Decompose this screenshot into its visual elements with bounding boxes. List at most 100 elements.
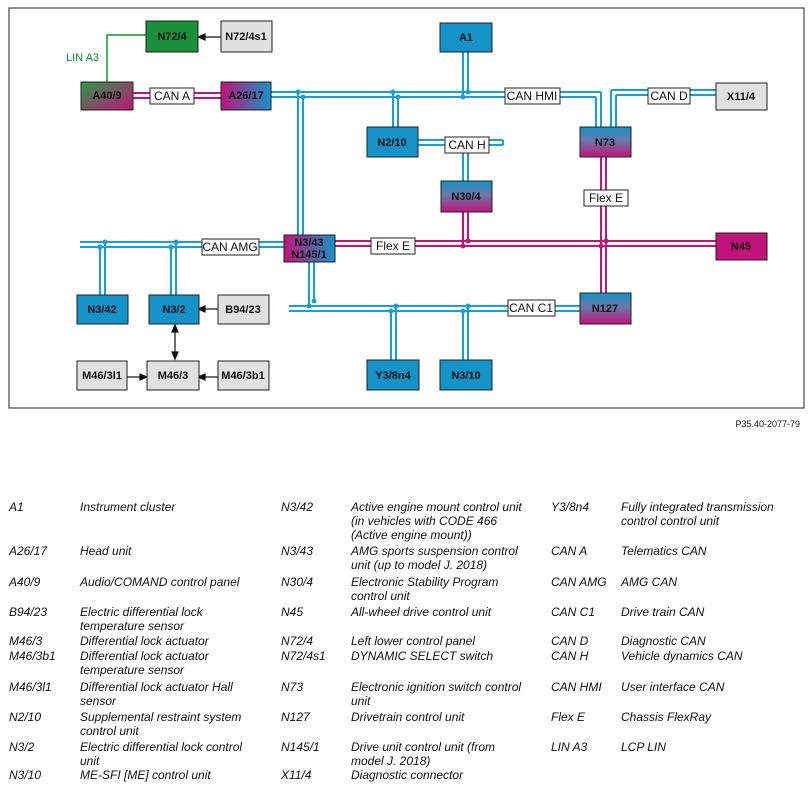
legend-code: M46/3b1 bbox=[9, 649, 56, 663]
legend-code: N3/2 bbox=[9, 740, 35, 754]
node-a1[interactable]: A1 bbox=[439, 22, 493, 53]
node-n3-2[interactable]: N3/2 bbox=[148, 294, 200, 325]
node-a40-9-label: A40/9 bbox=[92, 90, 121, 102]
node-n45[interactable]: N45 bbox=[715, 232, 768, 261]
legend-description: Electric differential lock temperature s… bbox=[80, 605, 203, 633]
network-diagram-svg: N72/4 N72/4s1 A40/9 A26/17 A1 X11/4 N2/1… bbox=[8, 7, 805, 409]
node-m46-3[interactable]: M46/3 bbox=[146, 360, 200, 391]
legend-code: CAN A bbox=[551, 544, 588, 558]
legend-code: N127 bbox=[281, 710, 310, 724]
legend-code: N73 bbox=[281, 680, 304, 694]
legend-description: Fully integrated transmission control co… bbox=[621, 500, 774, 528]
node-n30-4-label: N30/4 bbox=[451, 191, 481, 203]
legend-description: Telematics CAN bbox=[621, 544, 707, 558]
legend-code: N30/4 bbox=[281, 575, 314, 589]
legend-code: N72/4s1 bbox=[281, 649, 326, 663]
bus-label-can-amg-box: CAN AMG bbox=[201, 238, 260, 256]
legend-code: CAN HMI bbox=[551, 680, 602, 694]
legend-description: AMG sports suspension control unit (up t… bbox=[351, 544, 518, 572]
node-n2-10[interactable]: N2/10 bbox=[366, 126, 419, 158]
legend-description: Instrument cluster bbox=[80, 500, 176, 514]
legend-description: Differential lock actuator bbox=[80, 634, 209, 648]
node-y3-8n4[interactable]: Y3/8n4 bbox=[366, 359, 420, 391]
legend-description: DYNAMIC SELECT switch bbox=[351, 649, 494, 663]
legend-description: Diagnostic CAN bbox=[621, 634, 706, 648]
bus-label-flex-e-2: Flex E bbox=[376, 239, 410, 253]
node-n72-4s1[interactable]: N72/4s1 bbox=[220, 20, 273, 53]
legend-code: CAN H bbox=[551, 649, 589, 663]
bus-label-flex-e-2-box: Flex E bbox=[370, 237, 416, 255]
node-n72-4[interactable]: N72/4 bbox=[145, 20, 199, 53]
legend-description: Differential lock actuator Hall sensor bbox=[80, 680, 233, 708]
legend-description: Active engine mount control unit (in veh… bbox=[351, 500, 522, 542]
legend-description: Audio/COMAND control panel bbox=[80, 575, 240, 589]
node-n45-label: N45 bbox=[731, 241, 751, 253]
legend-description: Differential lock actuator temperature s… bbox=[80, 649, 209, 677]
bus-label-flex-e-1-box: Flex E bbox=[583, 189, 629, 207]
node-y3-8n4-label: Y3/8n4 bbox=[375, 370, 411, 382]
node-n2-10-label: N2/10 bbox=[377, 137, 406, 149]
node-m46-3b1[interactable]: M46/3b1 bbox=[217, 360, 270, 391]
legend-description: Vehicle dynamics CAN bbox=[621, 649, 743, 663]
node-m46-3b1-label: M46/3b1 bbox=[221, 370, 264, 382]
bus-label-can-c1: CAN C1 bbox=[509, 301, 553, 315]
legend-description: Left lower control panel bbox=[351, 634, 476, 648]
node-n73[interactable]: N73 bbox=[579, 126, 632, 158]
node-b94-23[interactable]: B94/23 bbox=[217, 294, 270, 325]
bus-label-can-d: CAN D bbox=[650, 89, 688, 103]
node-n3-2-label: N3/2 bbox=[162, 304, 185, 316]
legend-code: A1 bbox=[9, 500, 24, 514]
lin-wire bbox=[106, 34, 146, 82]
diagram-frame bbox=[8, 7, 805, 409]
bus-label-can-c1-box: CAN C1 bbox=[507, 299, 556, 317]
legend-code: Flex E bbox=[551, 710, 586, 724]
node-a40-9[interactable]: A40/9 bbox=[80, 81, 134, 111]
node-n30-4[interactable]: N30/4 bbox=[440, 180, 493, 213]
bus-label-can-hmi-box: CAN HMI bbox=[504, 87, 561, 105]
legend-description: Drivetrain control unit bbox=[351, 710, 465, 724]
bus-label-can-hmi: CAN HMI bbox=[507, 89, 558, 103]
bus-label-can-h: CAN H bbox=[448, 138, 485, 152]
node-x11-4[interactable]: X11/4 bbox=[715, 82, 768, 111]
node-n3-42[interactable]: N3/42 bbox=[76, 294, 129, 325]
node-a26-17[interactable]: A26/17 bbox=[220, 81, 272, 111]
signal-arrows bbox=[127, 33, 221, 381]
node-m46-3l1-label: M46/3l1 bbox=[82, 370, 122, 382]
bus-label-flex-e-1: Flex E bbox=[589, 191, 623, 205]
node-n73-label: N73 bbox=[595, 137, 615, 149]
legend-description: Electric differential lock control unit bbox=[80, 740, 243, 768]
node-n3-43-n145-1[interactable]: N3/43 N145/1 bbox=[283, 234, 336, 263]
legend-description: Supplemental restraint system control un… bbox=[80, 710, 242, 738]
node-a1-label: A1 bbox=[459, 32, 473, 44]
node-n3-42-label: N3/42 bbox=[87, 304, 116, 316]
bus-label-can-d-box: CAN D bbox=[647, 87, 691, 105]
legend-code: N3/42 bbox=[281, 500, 314, 514]
node-n72-4-label: N72/4 bbox=[157, 31, 187, 43]
legend-description: Diagnostic connector bbox=[351, 768, 464, 782]
legend-code: CAN AMG bbox=[551, 575, 607, 589]
legend-code: A26/17 bbox=[9, 544, 48, 558]
legend-description: ME-SFI [ME] control unit bbox=[80, 768, 211, 782]
legend-description: Drive train CAN bbox=[621, 605, 705, 619]
bus-label-can-a-box: CAN A bbox=[149, 87, 195, 105]
legend-description: User interface CAN bbox=[621, 680, 725, 694]
bus-label-can-a: CAN A bbox=[154, 89, 190, 103]
node-n127[interactable]: N127 bbox=[579, 292, 632, 325]
legend-code: N3/43 bbox=[281, 544, 314, 558]
node-n3-10[interactable]: N3/10 bbox=[439, 359, 493, 391]
legend-code: M46/3l1 bbox=[9, 680, 52, 694]
legend-code: LIN A3 bbox=[551, 740, 588, 754]
legend-description: Head unit bbox=[80, 544, 132, 558]
node-x11-4-label: X11/4 bbox=[727, 91, 756, 103]
legend-code: N3/10 bbox=[9, 768, 42, 782]
legend-description: Chassis FlexRay bbox=[621, 710, 712, 724]
bus-label-can-amg: CAN AMG bbox=[202, 240, 257, 254]
node-m46-3l1[interactable]: M46/3l1 bbox=[76, 360, 128, 391]
legend-code: A40/9 bbox=[9, 575, 41, 589]
legend-description: Electronic Stability Program control uni… bbox=[351, 575, 499, 603]
node-n127-label: N127 bbox=[592, 303, 618, 315]
flexray-junctions bbox=[460, 238, 609, 249]
legend-code: N72/4 bbox=[281, 634, 314, 648]
legend-code: M46/3 bbox=[9, 634, 43, 648]
node-m46-3-label: M46/3 bbox=[158, 370, 189, 382]
